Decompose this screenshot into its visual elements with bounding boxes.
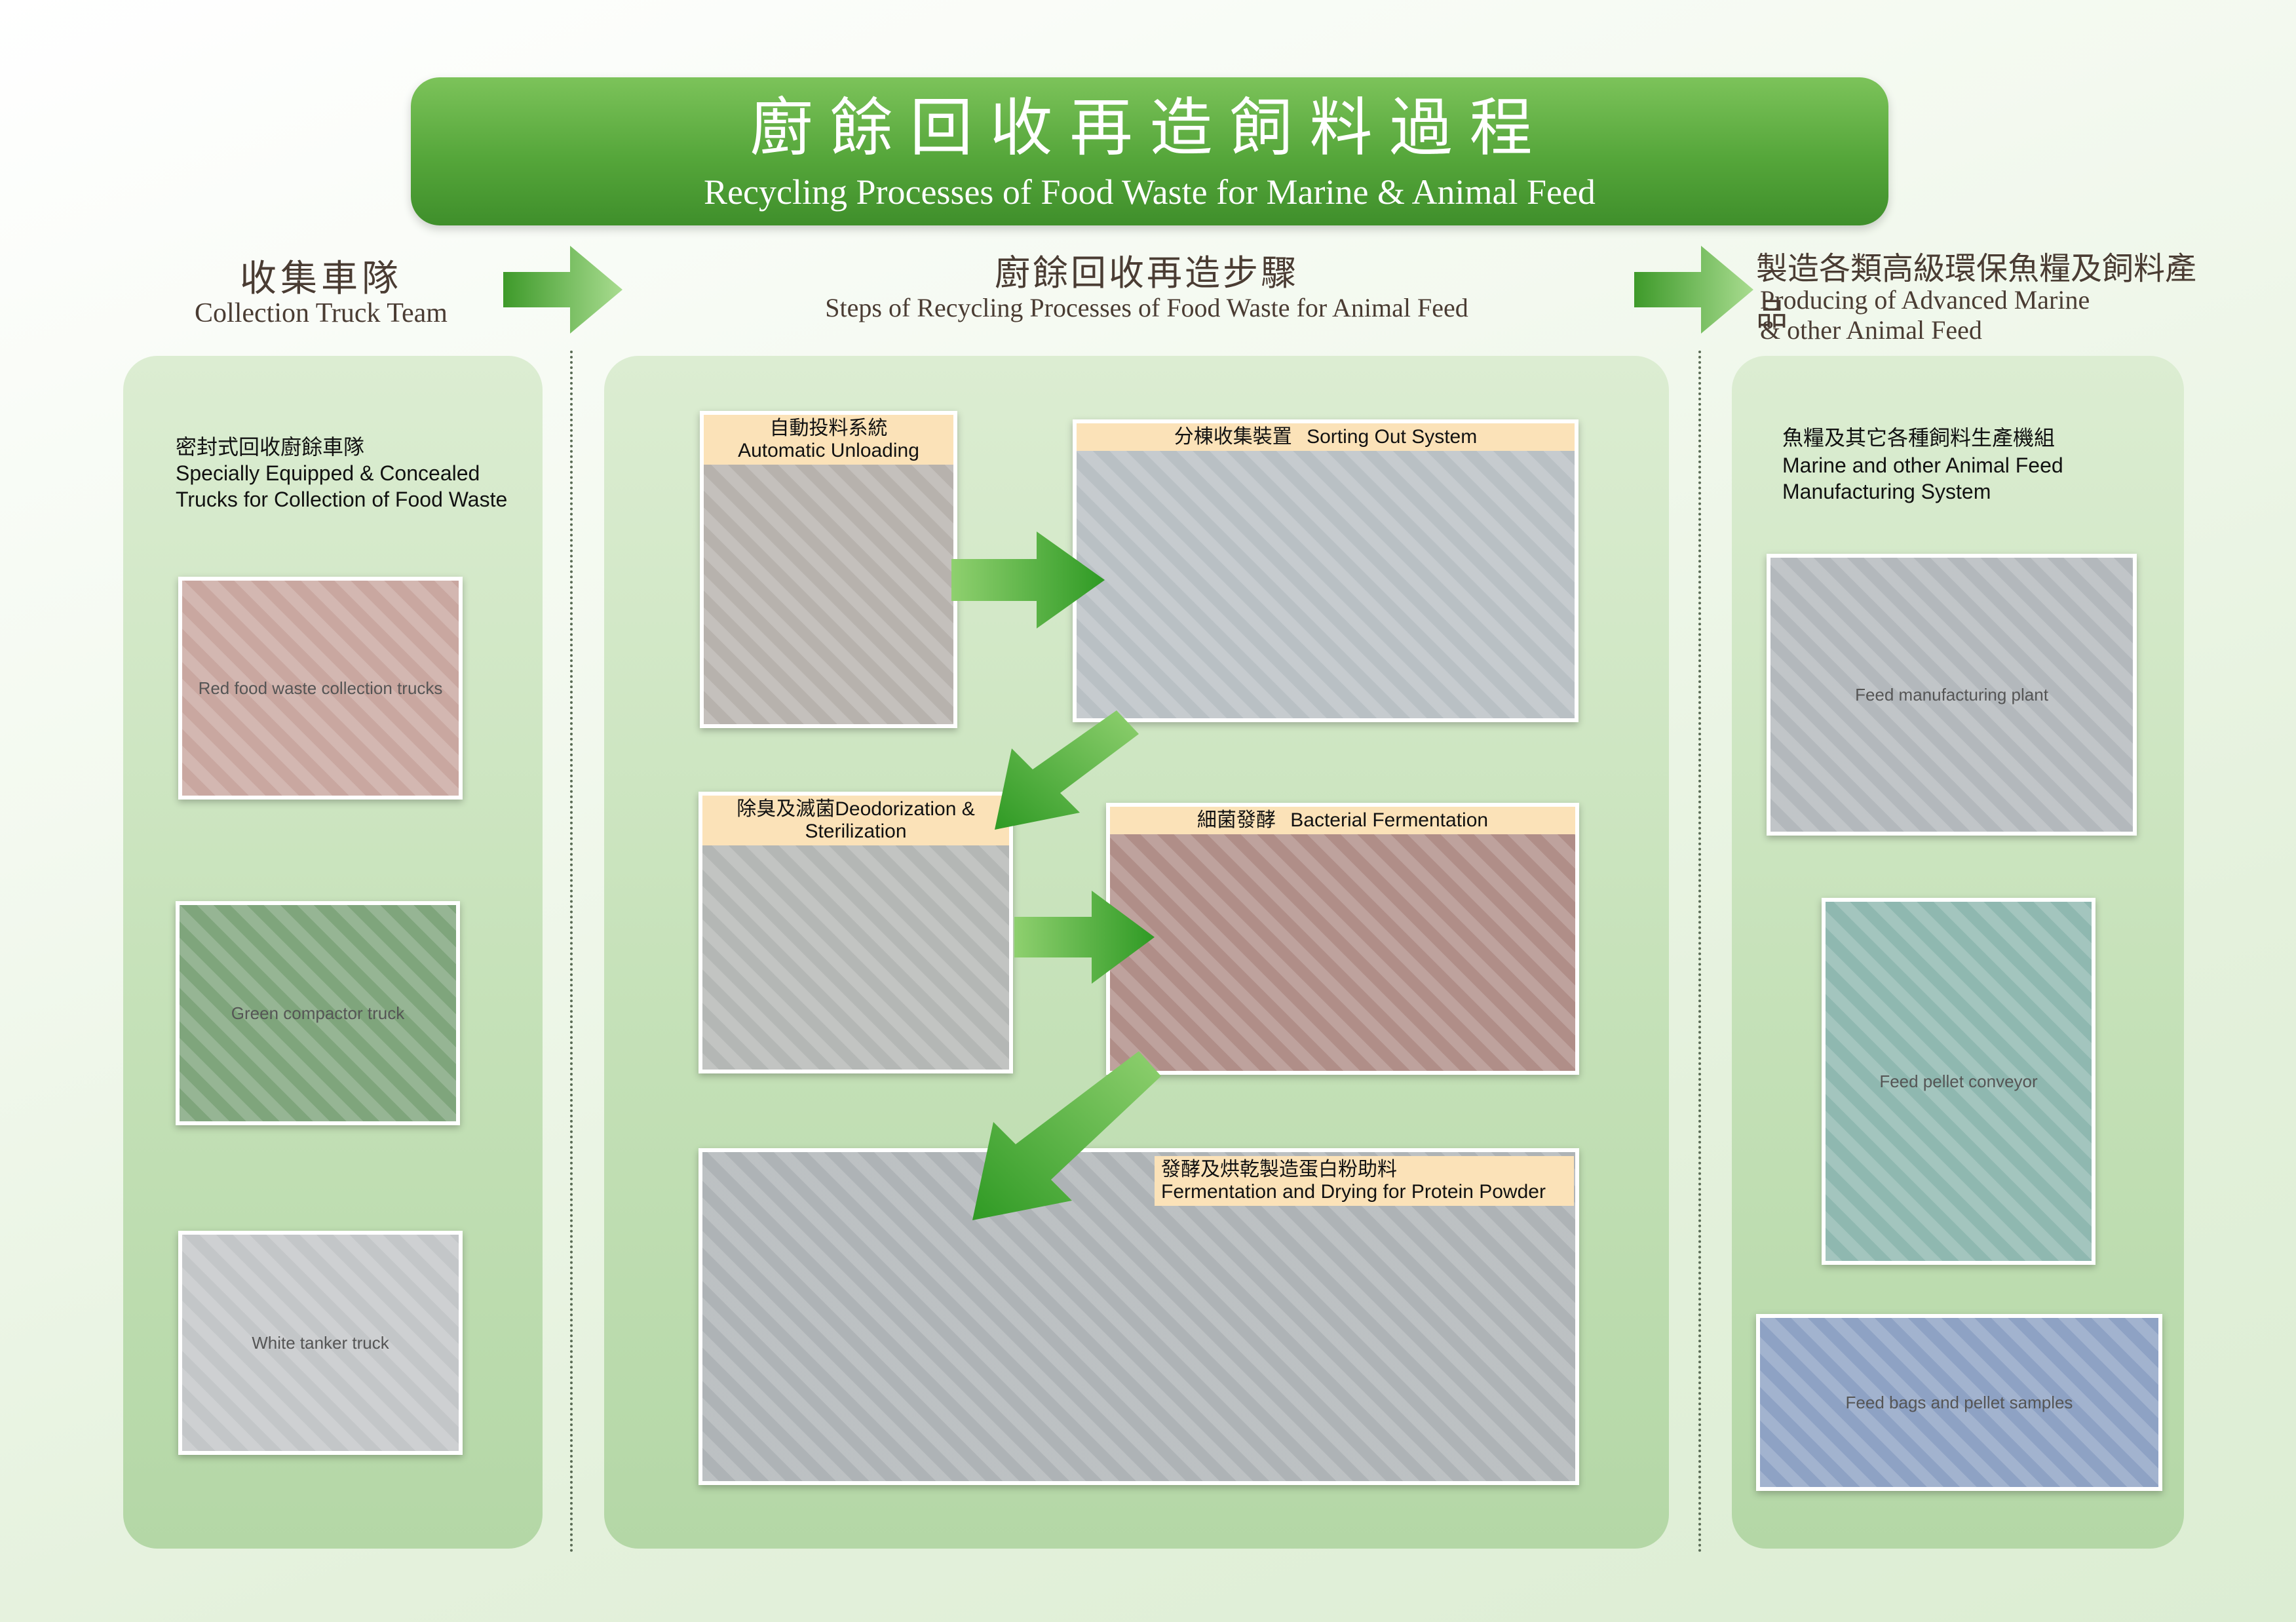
product-photo: Feed pellet conveyor (1822, 898, 2095, 1265)
collection-title-en: Collection Truck Team (195, 298, 448, 328)
title-banner: 廚餘回收再造飼料過程 Recycling Processes of Food W… (411, 77, 1888, 225)
step-label-en: Bacterial Fermentation (1290, 809, 1489, 831)
flow-arrow-icon (972, 1051, 1161, 1220)
step-photo-fermentation-drying: 發酵及烘乾製造蛋白粉助料 Fermentation and Drying for… (698, 1148, 1579, 1485)
step-label: 細菌發酵 Bacterial Fermentation (1110, 807, 1575, 834)
collection-label-cn: 密封式回收廚餘車隊 (176, 435, 365, 459)
producing-title-en-2: & other Animal Feed (1760, 315, 1982, 345)
step-photo-placeholder (1077, 423, 1575, 718)
producing-title-en-1: Producing of Advanced Marine (1760, 285, 2090, 315)
product-photo: Feed manufacturing plant (1767, 554, 2137, 836)
step-label-cn: 發酵及烘乾製造蛋白粉助料 (1161, 1158, 1397, 1181)
truck-photo-placeholder: Green compactor truck (180, 905, 456, 1121)
divider-line (1698, 351, 1701, 1553)
recycling-title-cn: 廚餘回收再造步驟 (995, 252, 1299, 294)
step-label: 自動投料系統 Automatic Unloading (704, 415, 953, 465)
step-photo-placeholder (702, 1152, 1575, 1481)
step-photo-bacterial-fermentation: 細菌發酵 Bacterial Fermentation (1106, 803, 1579, 1075)
truck-photo: Red food waste collection trucks (178, 577, 463, 800)
product-photo-placeholder: Feed bags and pellet samples (1760, 1318, 2158, 1487)
step-label-cn: 分棟收集裝置 (1174, 425, 1292, 448)
producing-label-en-2: Manufacturing System (1782, 480, 1991, 503)
section-arrow-icon (503, 246, 622, 334)
step-label-en: Automatic Unloading (738, 440, 919, 461)
step-label-en: Sorting Out System (1307, 426, 1478, 448)
collection-title-cn: 收集車隊 (240, 258, 402, 300)
product-photo: Feed bags and pellet samples (1756, 1314, 2162, 1491)
producing-label-cn: 魚糧及其它各種飼料生產機組 (1782, 426, 2056, 450)
producing-label-en-1: Marine and other Animal Feed (1782, 454, 2063, 477)
step-photo-placeholder (704, 415, 953, 724)
step-label-en: Deodorization & Sterilization (805, 798, 975, 842)
step-label: 分棟收集裝置 Sorting Out System (1077, 423, 1575, 451)
divider-line (570, 351, 573, 1553)
step-photo-placeholder (1110, 807, 1575, 1071)
step-photo-automatic-unloading: 自動投料系統 Automatic Unloading (700, 411, 957, 728)
flow-arrow-icon (1014, 891, 1155, 984)
truck-photo-placeholder: White tanker truck (182, 1235, 459, 1451)
step-label: 除臭及滅菌Deodorization & Sterilization (702, 796, 1009, 845)
step-label-en: Fermentation and Drying for Protein Powd… (1161, 1181, 1546, 1203)
section-arrow-icon (1634, 246, 1753, 334)
flow-arrow-icon (995, 710, 1139, 830)
title-chinese: 廚餘回收再造飼料過程 (750, 91, 1550, 164)
producing-title-cn: 製造各類高級環保魚糧及飼料產品 (1756, 250, 2197, 333)
flow-arrow-icon (951, 531, 1105, 628)
step-photo-sorting-out-system: 分棟收集裝置 Sorting Out System (1073, 419, 1578, 722)
collection-label-en-2: Trucks for Collection of Food Waste (176, 488, 508, 511)
step-label: 發酵及烘乾製造蛋白粉助料 Fermentation and Drying for… (1155, 1156, 1574, 1206)
step-label-cn: 除臭及滅菌 (737, 798, 835, 821)
product-photo-placeholder: Feed manufacturing plant (1770, 558, 2133, 832)
truck-photo-placeholder: Red food waste collection trucks (182, 581, 459, 796)
collection-label-en-1: Specially Equipped & Concealed (176, 461, 480, 485)
step-label-cn: 細菌發酵 (1196, 809, 1276, 832)
recycling-title-en: Steps of Recycling Processes of Food Was… (825, 293, 1468, 322)
title-english: Recycling Processes of Food Waste for Ma… (704, 172, 1596, 212)
truck-photo: White tanker truck (178, 1231, 463, 1455)
truck-photo: Green compactor truck (176, 901, 460, 1125)
step-photo-deodorization: 除臭及滅菌Deodorization & Sterilization (698, 792, 1013, 1073)
step-label-cn: 自動投料系統 (769, 417, 888, 440)
product-photo-placeholder: Feed pellet conveyor (1826, 902, 2092, 1261)
